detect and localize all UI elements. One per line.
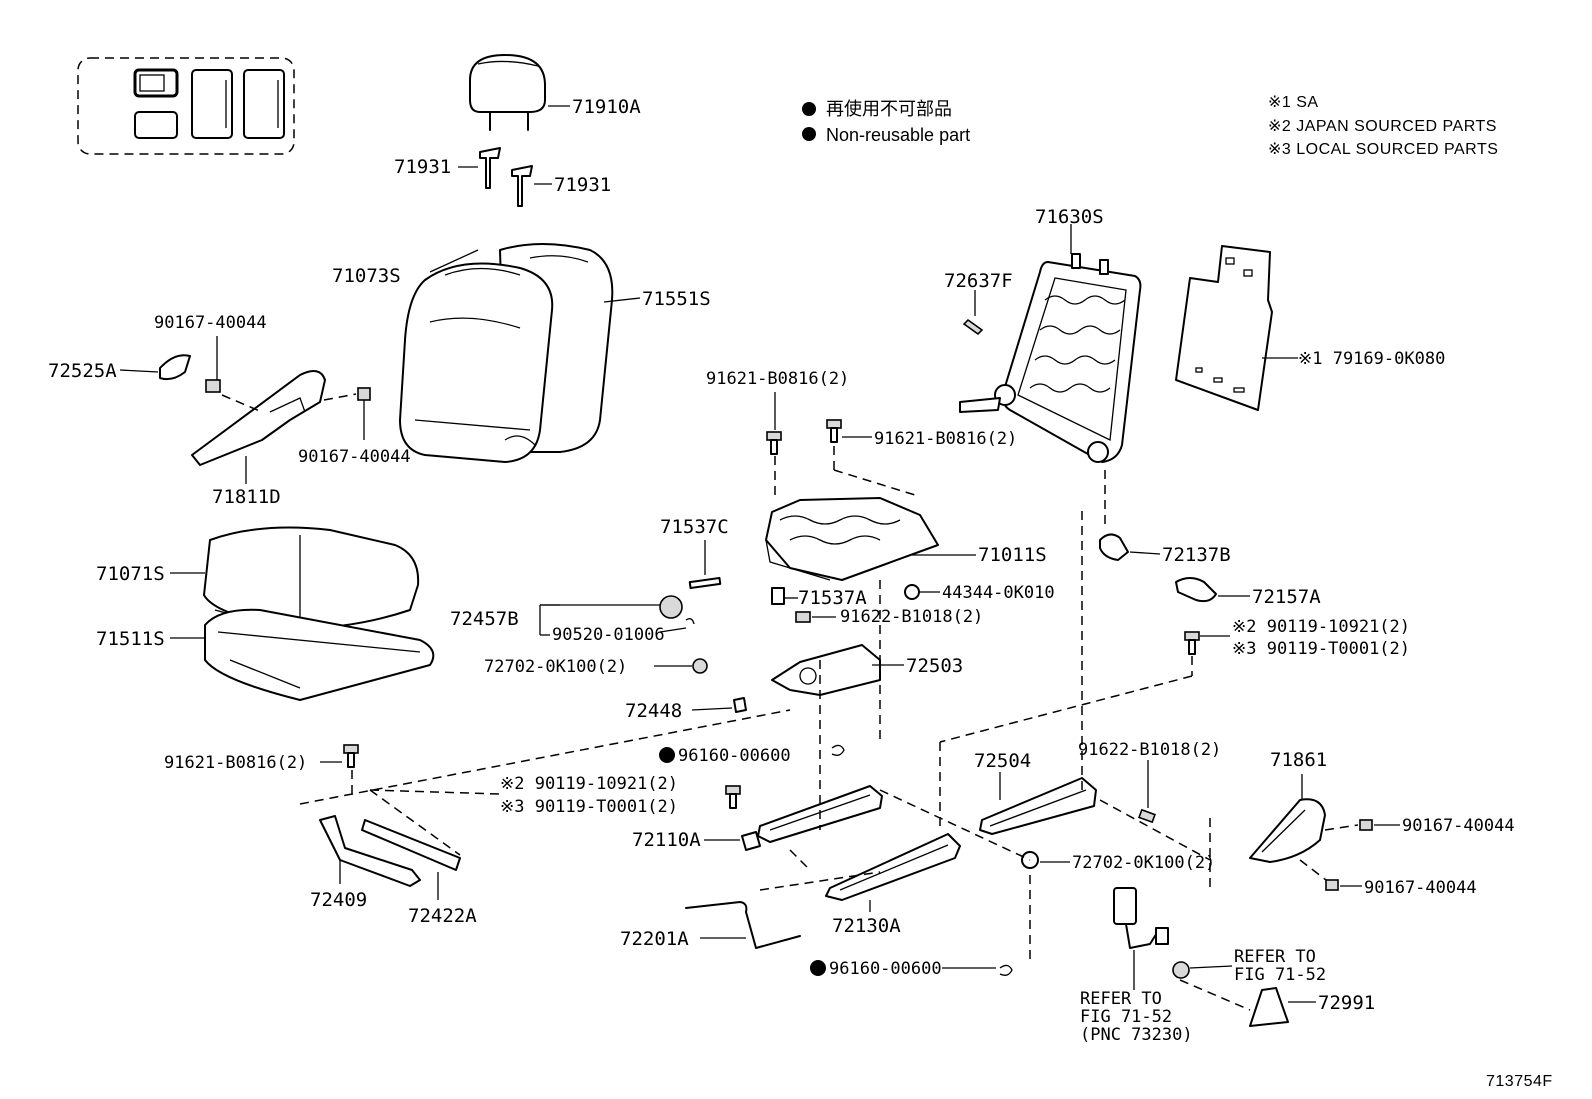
legend-nonreusable-jp: 再使用不可部品 <box>826 99 952 119</box>
seatback-frame-drawing <box>959 224 1142 463</box>
refer-1-line-2: FIG 71-52 <box>1234 965 1326 985</box>
part-label-71537A: 71537A <box>798 587 867 609</box>
part-label-91621-B0816-c: 91621-B0816(2) <box>164 753 307 773</box>
legend-nonreusable-en: Non-reusable part <box>826 125 970 145</box>
clip-drawing <box>831 744 845 756</box>
part-label-90119-T0001-a: ※3 90119-T0001(2) <box>1232 639 1410 659</box>
seatback-board-drawing <box>1175 245 1298 411</box>
cushion-frame-drawing <box>688 497 976 605</box>
seatbelt-buckle-drawing <box>1113 887 1316 1027</box>
nonreusable-dot-icon <box>659 747 675 763</box>
shield-drawing <box>119 336 371 484</box>
part-label-72409: 72409 <box>310 889 367 911</box>
headrest-guide-drawing <box>458 147 552 207</box>
part-label-71511S: 71511S <box>96 628 165 650</box>
legend-dot-icon <box>802 102 816 116</box>
part-label-91622-B1018-b: 91622-B1018(2) <box>1078 740 1221 760</box>
part-label-71551S: 71551S <box>642 288 711 310</box>
part-label-79169-0K080: ※1 79169-0K080 <box>1298 349 1445 369</box>
part-label-72637F: 72637F <box>944 270 1013 292</box>
note-3: ※3 LOCAL SOURCED PARTS <box>1268 141 1498 158</box>
wire-drawing <box>685 871 881 949</box>
nonreusable-dot-icon <box>810 960 826 976</box>
part-label-72457B: 72457B <box>450 608 519 630</box>
part-label-72157A: 72157A <box>1252 586 1321 608</box>
headrest-drawing <box>469 54 570 131</box>
part-label-90167-40044-d: 90167-40044 <box>1364 878 1477 898</box>
part-label-90119-10921-a: ※2 90119-10921(2) <box>1232 617 1410 637</box>
seatback-drawing <box>399 243 641 463</box>
figure-id: 713754F <box>1486 1073 1553 1090</box>
part-label-44344-0K010: 44344-0K010 <box>942 583 1055 603</box>
part-label-71071S: 71071S <box>96 563 165 585</box>
part-label-72130A: 72130A <box>832 915 901 937</box>
recliner-adjuster-drawing <box>539 595 904 713</box>
part-label-72702-0K100-b: 72702-0K100(2) <box>1072 853 1215 873</box>
note-1: ※1 SA <box>1268 94 1319 111</box>
recliner-cover-drawing <box>1099 470 1250 603</box>
part-label-72702-0K100-a: 72702-0K100(2) <box>484 657 627 677</box>
part-label-72503: 72503 <box>906 655 963 677</box>
part-label-90119-10921-b: ※2 90119-10921(2) <box>500 774 678 794</box>
part-label-72448: 72448 <box>625 700 682 722</box>
refer-2-line-3: (PNC 73230) <box>1080 1025 1193 1045</box>
part-label-72422A: 72422A <box>408 905 477 927</box>
part-label-72201A: 72201A <box>620 928 689 950</box>
seat-cushion-drawing <box>170 526 435 701</box>
part-label-90119-T0001-b: ※3 90119-T0001(2) <box>500 797 678 817</box>
part-label-71011S: 71011S <box>978 544 1047 566</box>
refer-1-line-1: REFER TO <box>1234 947 1316 967</box>
part-label-91622-B1018-a: 91622-B1018(2) <box>840 607 983 627</box>
note-2: ※2 JAPAN SOURCED PARTS <box>1268 118 1497 135</box>
seat-bar-drawing <box>299 709 791 900</box>
refer-2-line-1: REFER TO <box>1080 989 1162 1009</box>
legend-dot-icon <box>802 127 816 141</box>
part-label-71910A: 71910A <box>572 96 641 118</box>
part-label-90167-40044-b: 90167-40044 <box>298 447 411 467</box>
clip-drawing <box>999 964 1013 976</box>
part-label-90167-40044-c: 90167-40044 <box>1402 816 1515 836</box>
part-label-71861: 71861 <box>1270 749 1327 771</box>
part-label-90520-01006: 90520-01006 <box>552 625 665 645</box>
part-label-96160-00600-a: 96160-00600 <box>678 746 791 766</box>
part-label-71073S: 71073S <box>332 265 401 287</box>
part-label-72525A: 72525A <box>48 360 117 382</box>
part-label-96160-00600-b: 96160-00600 <box>829 959 942 979</box>
part-label-90167-40044-a: 90167-40044 <box>154 313 267 333</box>
part-label-71630S: 71630S <box>1035 206 1104 228</box>
bolt-drawing <box>766 392 916 500</box>
seat-shield-drawing <box>1249 774 1400 891</box>
part-label-71811D: 71811D <box>212 486 281 508</box>
bolt-drawing <box>939 631 1230 830</box>
refer-2-line-2: FIG 71-52 <box>1080 1007 1172 1027</box>
part-label-71537C: 71537C <box>660 516 729 538</box>
seat-track-drawing <box>704 510 1211 965</box>
part-label-71931-a: 71931 <box>394 156 451 178</box>
part-label-91621-B0816-a: 91621-B0816(2) <box>706 369 849 389</box>
part-label-72110A: 72110A <box>632 829 701 851</box>
seat-locator-icon <box>77 57 295 155</box>
part-label-91621-B0816-b: 91621-B0816(2) <box>874 429 1017 449</box>
part-label-72504: 72504 <box>974 750 1031 772</box>
part-label-72991: 72991 <box>1318 992 1375 1014</box>
part-label-71931-b: 71931 <box>554 174 611 196</box>
part-label-72137B: 72137B <box>1162 544 1231 566</box>
